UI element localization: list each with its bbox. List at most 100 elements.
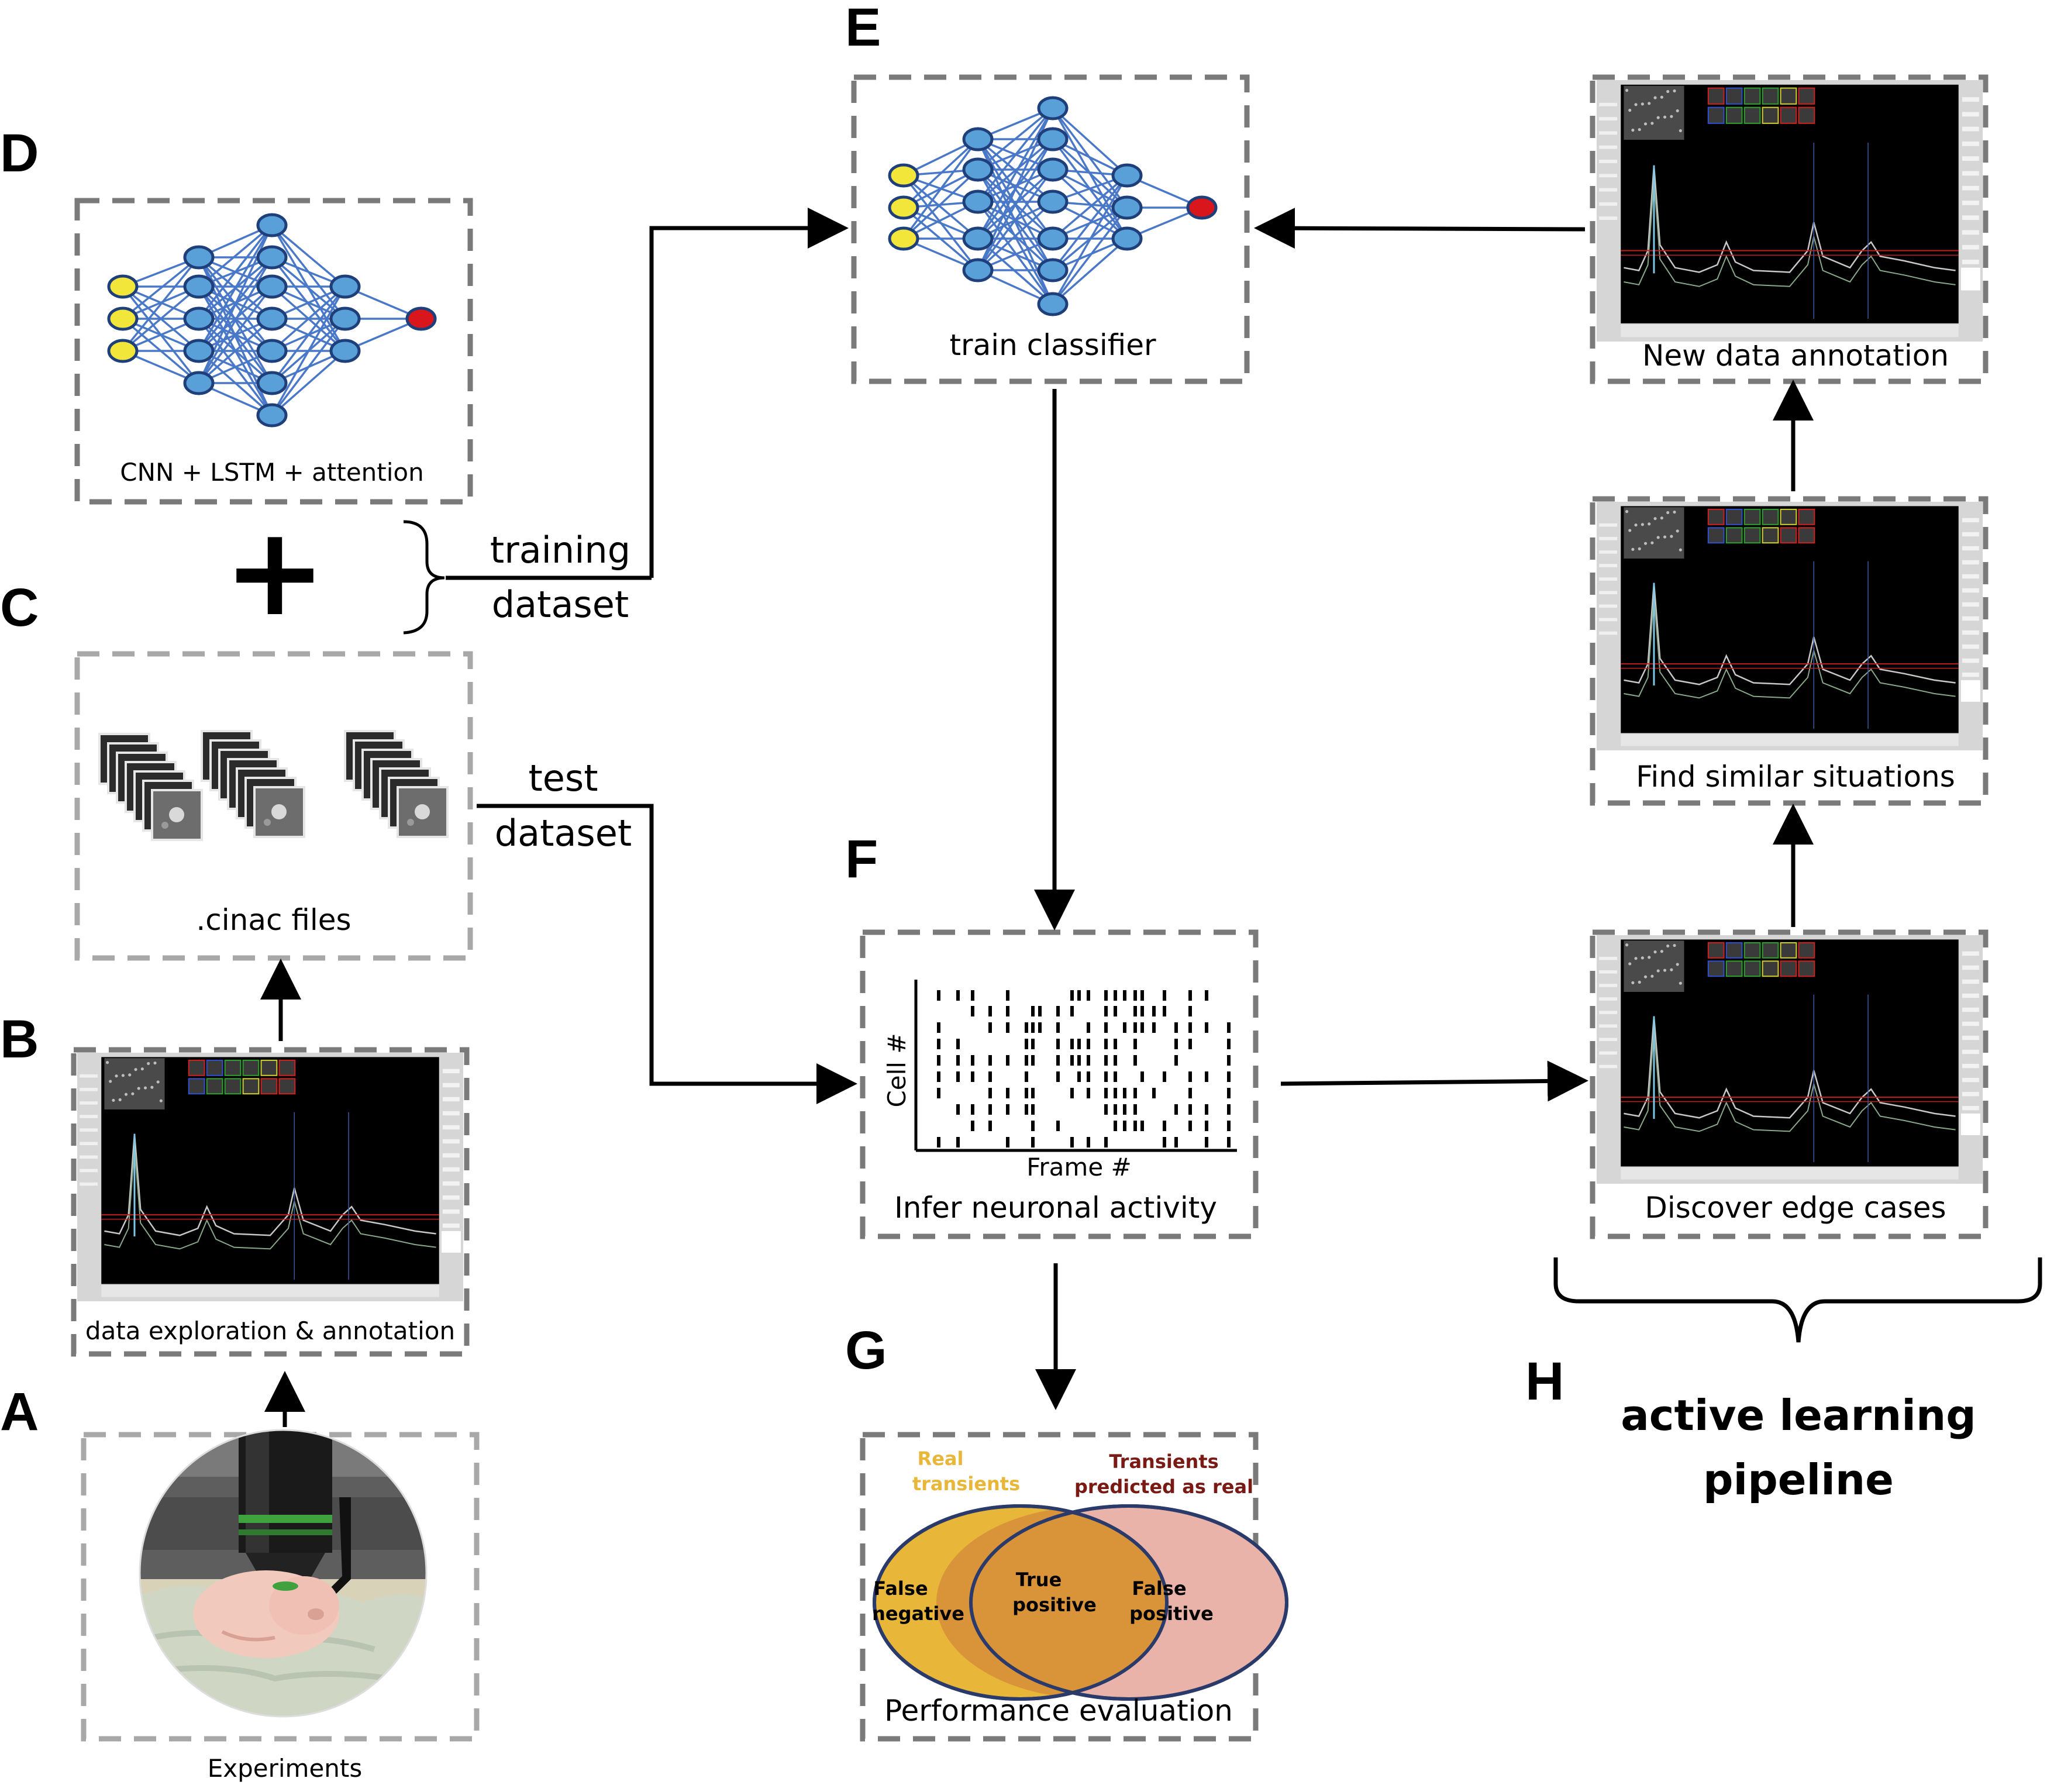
gui-cell-dot (1625, 88, 1629, 92)
gui-frame-thumb (242, 1078, 260, 1095)
gui-cell-dot (1676, 963, 1679, 966)
raster-tick (1070, 1137, 1074, 1147)
raster-tick (1031, 1137, 1035, 1147)
gui-side-button (1962, 546, 1979, 551)
letter-c: C (0, 578, 39, 637)
raster-plot (914, 980, 1237, 1152)
gui-frame-thumb (1762, 942, 1779, 959)
gui-side-panel (1960, 1113, 1980, 1135)
raster-tick (1152, 1022, 1156, 1033)
gui-cell-dot (1679, 548, 1682, 552)
gui-left-list-item (80, 1088, 98, 1091)
nn-node (329, 306, 361, 331)
raster-tick (1114, 990, 1117, 1001)
gui-cell-dot (153, 1061, 157, 1065)
nn-node (107, 274, 139, 299)
gui-frame-thumb (1725, 508, 1743, 525)
gui-left-list-item (80, 1142, 98, 1145)
gui-toolbar (1621, 324, 1959, 337)
pipeline-title-line2: pipeline (1703, 1455, 1894, 1504)
nn-link (271, 318, 346, 416)
raster-tick (1031, 1104, 1035, 1115)
raster-tick (1006, 1088, 1009, 1098)
gui-cell-dot (124, 1093, 128, 1096)
raster-tick (956, 1137, 960, 1147)
panel-h-similar-box (1590, 496, 1989, 806)
gui-frame-thumb (1707, 508, 1725, 525)
gui-cell-dot (140, 1067, 144, 1071)
gui-side-button (1962, 1021, 1979, 1026)
raster-tick (1163, 1137, 1166, 1147)
raster-tick (956, 1055, 960, 1066)
gui-cell-dot (115, 1074, 118, 1078)
step-similar-caption: Find similar situations (1636, 760, 1955, 794)
raster-tick (1070, 1055, 1074, 1066)
venn-false-negative-2: negative (872, 1603, 964, 1625)
gui-cell-dot (118, 1098, 122, 1101)
raster-tick (1133, 990, 1137, 1001)
gui-cell-dot (159, 1099, 163, 1102)
gui-cell-dot (1638, 127, 1641, 132)
venn-right-title-2: predicted as real (1074, 1476, 1253, 1498)
nn-link (1052, 206, 1128, 305)
gui-cell-dot (1673, 89, 1676, 93)
gui-cell-dot (109, 1080, 112, 1083)
raster-y-label: Cell # (883, 1033, 911, 1107)
gui-frame-thumb (1762, 960, 1779, 977)
raster-tick (1077, 1039, 1081, 1049)
gui-side-button (442, 1209, 460, 1214)
raster-tick (988, 1006, 992, 1016)
gui-left-list-item (1599, 1051, 1618, 1055)
raster-x-label: Frame # (1026, 1153, 1131, 1181)
nn-link (977, 108, 1054, 239)
nn-node (962, 189, 994, 214)
gui-side-button (1962, 965, 1979, 970)
raster-tick (1031, 1121, 1035, 1131)
raster-tick (1025, 1055, 1028, 1066)
nn-link (198, 224, 273, 320)
panel-d-box (74, 198, 473, 505)
nn-node (1111, 195, 1143, 220)
arrow-new-to-e (1254, 208, 1586, 249)
gui-side-button (442, 1181, 460, 1186)
gui-cell-dot (1673, 943, 1676, 947)
neural-network-icon-e (888, 96, 1218, 316)
raster-tick (1087, 1088, 1090, 1098)
raster-tick (1174, 1039, 1178, 1049)
raster-tick (1133, 1055, 1137, 1066)
gui-frame-thumb (1798, 942, 1815, 959)
gui-frame-thumb (278, 1078, 296, 1095)
gui-cell-dot (1653, 517, 1657, 521)
annotation-gui-screenshot-similar (1597, 502, 1983, 750)
cinac-cell (415, 804, 430, 819)
raster-tick (1174, 1055, 1178, 1066)
nn-link (977, 107, 1054, 171)
raster-tick (1188, 1104, 1192, 1115)
cinac-cell (264, 819, 271, 826)
raster-tick (1140, 1006, 1144, 1016)
gui-side-button (1962, 97, 1979, 102)
gui-frame-thumb (278, 1059, 296, 1076)
gui-left-list-item (1599, 564, 1618, 567)
raster-tick (1140, 1022, 1144, 1033)
gui-left-list-item (1599, 537, 1618, 540)
nn-link (271, 350, 346, 416)
test-label-line1: test (528, 757, 598, 799)
venn-left-title-2: transients (912, 1473, 1020, 1495)
nn-node (256, 339, 288, 363)
raster-tick (1133, 1039, 1137, 1049)
raster-tick (1152, 1006, 1156, 1016)
nn-node (1037, 258, 1069, 282)
gui-cell-dot (131, 1092, 135, 1095)
raster-tick (956, 1071, 960, 1082)
nn-link (271, 285, 346, 352)
raster-tick (1006, 990, 1009, 1001)
gui-side-button (442, 1167, 460, 1172)
raster-tick (1140, 1071, 1144, 1082)
gui-side-button (1962, 1007, 1979, 1012)
annotation-gui-screenshot-new-data (1597, 80, 1983, 342)
gui-cell-dot (1653, 96, 1657, 99)
gui-left-list-item (80, 1101, 98, 1105)
raster-tick (1133, 1121, 1137, 1131)
gui-side-button (442, 1069, 460, 1074)
